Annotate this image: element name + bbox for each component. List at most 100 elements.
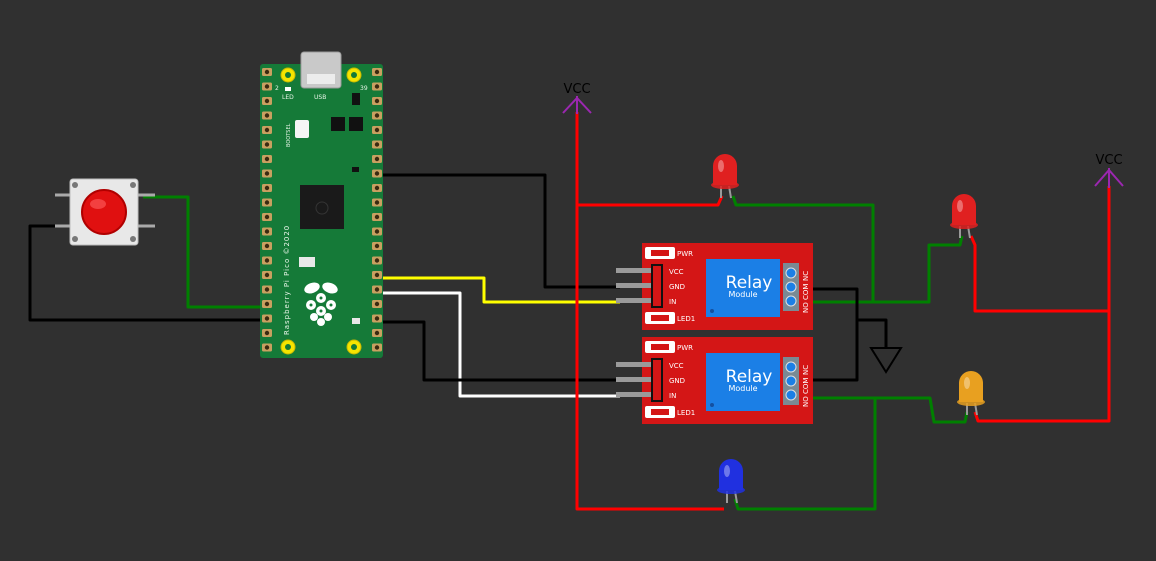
relay2-terminal-com: COM: [802, 378, 810, 394]
wire-relay2-to-blue-led[interactable]: [733, 398, 877, 511]
vcc-symbol-right: VCC: [1094, 153, 1124, 188]
pico-board-name: Raspberry Pi Pico ©2020: [283, 225, 291, 335]
pico-pin-hole: [264, 330, 270, 336]
led-red-top[interactable]: [711, 154, 739, 199]
relay1-pin-vcc: VCC: [669, 268, 684, 276]
pico-pin-hole: [264, 258, 270, 263]
relay1-terminal-nc: NC: [802, 271, 810, 281]
wire-button-to-gnd[interactable]: [28, 224, 270, 322]
pico-pin-hole: [374, 127, 380, 133]
pico-pin-headers[interactable]: [262, 68, 382, 352]
relay1-pwr-label: PWR: [677, 250, 693, 258]
pico-pin-label-right: 39: [360, 85, 368, 92]
wire-pico-to-relay1-vcc[interactable]: [372, 173, 620, 289]
pico-pin-hole: [264, 185, 270, 191]
pico-pin-label-left: 2: [275, 85, 279, 92]
wire-vcc-right-rail[interactable]: [973, 186, 1111, 423]
pico-led-label: LED: [282, 94, 294, 101]
pico-pin-hole: [374, 69, 380, 75]
relay2-title: Relay: [726, 367, 773, 387]
pico-pin-hole: [264, 301, 270, 307]
wire-pico-to-relay2-in[interactable]: [372, 291, 620, 398]
pico-pin-hole: [374, 345, 380, 350]
pico-pin-hole: [374, 229, 380, 234]
raspberry-pi-pico: 2 39 LED USB BOOTSEL: [260, 51, 383, 358]
pico-pin-hole: [264, 113, 270, 118]
pico-pin-hole: [264, 214, 270, 220]
pico-pin-hole: [374, 301, 380, 307]
led-amber[interactable]: [957, 371, 985, 416]
led-blue[interactable]: [717, 459, 745, 504]
leds: [711, 154, 985, 504]
wire-button-to-pico[interactable]: [143, 195, 270, 309]
rp2040-chip: [300, 185, 344, 229]
pico-pin-hole: [374, 200, 380, 205]
pico-pin-hole: [264, 229, 270, 234]
pico-pin-hole: [374, 287, 380, 292]
pico-pin-hole: [374, 330, 380, 336]
pico-pin-hole: [264, 69, 270, 75]
relay1-terminal-no: NO: [802, 302, 810, 313]
relay2-terminal-no: NO: [802, 396, 810, 407]
wire-red-led-top-to-relay1[interactable]: [731, 195, 875, 304]
pico-pin-hole: [264, 84, 270, 89]
pico-pin-hole: [374, 214, 380, 220]
vcc-symbol-left: VCC: [562, 82, 592, 114]
wire-vcc-to-red-led-right[interactable]: [969, 235, 1109, 313]
relay-module-1[interactable]: VCC GND IN PWR LED1 Relay Module NO COM …: [616, 243, 813, 330]
relay2-subtitle: Module: [728, 384, 757, 393]
pico-pin-hole: [264, 171, 270, 176]
pico-pin-hole: [374, 98, 380, 104]
raspberry-silk-small-icon: [315, 201, 329, 215]
pico-pin-hole: [264, 200, 270, 205]
vcc-label-right: VCC: [1095, 153, 1122, 168]
relay2-body: [706, 353, 780, 411]
pico-pin-hole: [264, 127, 270, 133]
wire-pico-to-relay1-in[interactable]: [372, 276, 620, 304]
pico-pin-hole: [264, 316, 270, 321]
pushbutton-cap[interactable]: [81, 189, 127, 235]
wire-relay1-to-red-led-right[interactable]: [873, 235, 964, 304]
relay2-pin-in: IN: [669, 392, 676, 400]
pico-bootsel-label: BOOTSEL: [286, 123, 292, 147]
relay1-body: [706, 259, 780, 317]
pico-pin-hole: [264, 345, 270, 350]
pico-pin-hole: [264, 243, 270, 249]
relay2-led1-label: LED1: [677, 409, 695, 417]
pico-pin-hole: [374, 272, 380, 278]
wire-vcc-to-red-led-top[interactable]: [577, 195, 724, 207]
pico-pin-hole: [374, 185, 380, 191]
relay1-terminal-com: COM: [802, 284, 810, 300]
pico-pin-hole: [264, 98, 270, 104]
pico-pin-hole: [264, 156, 270, 162]
relay2-terminal-nc: NC: [802, 365, 810, 375]
pico-pin-hole: [374, 171, 380, 176]
relay2-pwr-label: PWR: [677, 344, 693, 352]
pushbutton[interactable]: [55, 178, 155, 246]
pico-pin-hole: [374, 243, 380, 249]
relay-module-2[interactable]: VCC GND IN PWR LED1 Relay Module NO COM …: [616, 337, 813, 424]
vcc-label-left: VCC: [563, 82, 590, 97]
pico-pin-hole: [374, 156, 380, 162]
wire-gnd-symbol[interactable]: [857, 318, 888, 347]
pico-usb-label: USB: [314, 94, 326, 101]
wires: [28, 112, 1111, 511]
pico-pin-hole: [374, 316, 380, 321]
gnd-symbol: [869, 347, 903, 374]
pico-pin-hole: [374, 142, 380, 147]
wire-relay2-to-amber-led[interactable]: [808, 396, 969, 424]
bootsel-button[interactable]: [295, 120, 309, 138]
wire-pico-to-relay2-gnd[interactable]: [372, 320, 620, 382]
relay1-pin-in: IN: [669, 298, 676, 306]
pico-pin-hole: [374, 113, 380, 118]
relay2-pin-vcc: VCC: [669, 362, 684, 370]
pico-pin-hole: [264, 287, 270, 292]
relay1-subtitle: Module: [728, 290, 757, 299]
wire-relay1-com-to-gnd[interactable]: [808, 287, 859, 382]
raspberry-logo-icon: [304, 282, 338, 326]
pico-pin-hole: [264, 272, 270, 278]
led-red-right[interactable]: [950, 194, 978, 239]
wire-vcc-left-rail[interactable]: [575, 112, 724, 511]
relay1-led1-label: LED1: [677, 315, 695, 323]
